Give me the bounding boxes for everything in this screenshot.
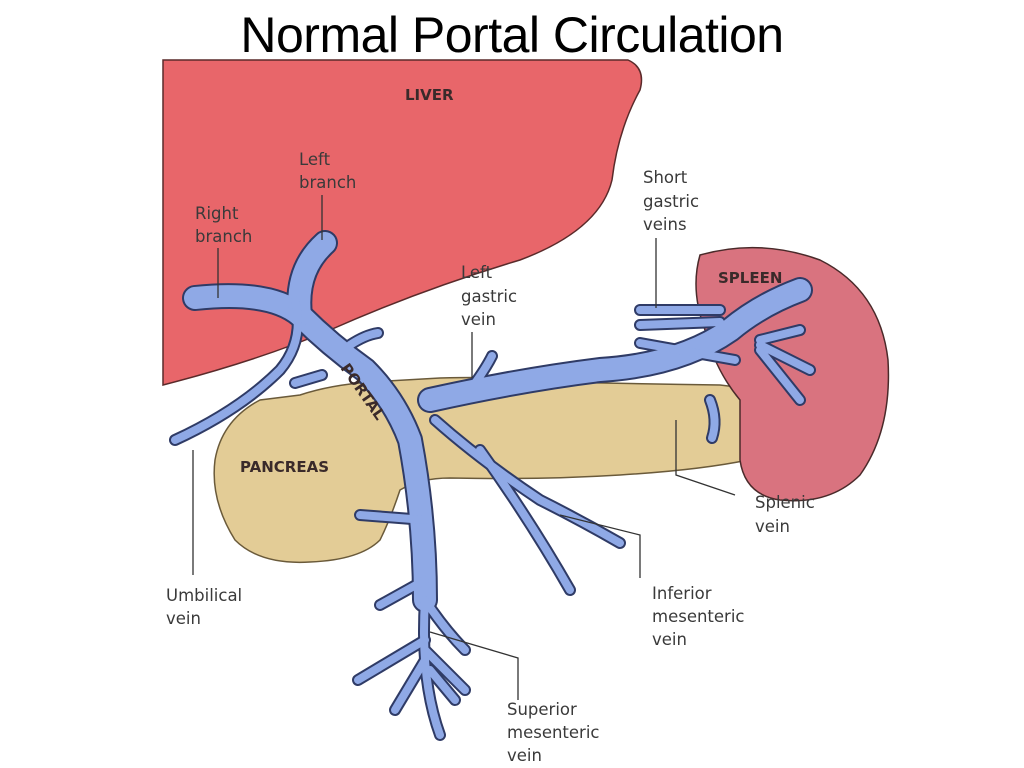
svg-text:vein: vein	[166, 609, 201, 628]
vein-network	[169, 230, 816, 741]
spleen-label: SPLEEN	[718, 269, 782, 287]
right-branch-label: Right branch	[195, 204, 252, 246]
short-gastric-veins-label: Short gastric veins	[643, 168, 699, 234]
left-branch-label: Left branch	[299, 150, 356, 192]
svg-text:Left: Left	[299, 150, 331, 169]
svg-text:vein: vein	[652, 630, 687, 649]
svg-text:mesenteric: mesenteric	[652, 607, 745, 626]
svg-text:mesenteric: mesenteric	[507, 723, 600, 742]
svg-text:branch: branch	[195, 227, 252, 246]
svg-text:Splenic: Splenic	[755, 493, 815, 512]
svg-text:branch: branch	[299, 173, 356, 192]
umbilical-vein-label: Umbilical vein	[166, 586, 242, 628]
svg-text:Inferior: Inferior	[652, 584, 712, 603]
superior-mesenteric-vein-label: Superior mesenteric vein	[507, 700, 600, 765]
svg-text:Short: Short	[643, 168, 688, 187]
svg-text:vein: vein	[507, 746, 542, 765]
svg-text:gastric: gastric	[461, 287, 517, 306]
svg-text:Umbilical: Umbilical	[166, 586, 242, 605]
pancreas-label: PANCREAS	[240, 458, 329, 476]
svg-text:Right: Right	[195, 204, 239, 223]
svg-text:vein: vein	[461, 310, 496, 329]
inferior-mesenteric-vein-label: Inferior mesenteric vein	[652, 584, 745, 649]
left-gastric-vein-label: Left gastric vein	[461, 263, 517, 329]
svg-text:veins: veins	[643, 215, 687, 234]
svg-text:Superior: Superior	[507, 700, 577, 719]
svg-text:gastric: gastric	[643, 192, 699, 211]
splenic-vein-label: Splenic vein	[755, 493, 815, 536]
svg-text:Left: Left	[461, 263, 493, 282]
liver-label: LIVER	[405, 86, 454, 104]
page-title: Normal Portal Circulation	[240, 7, 784, 63]
leader-lines	[192, 195, 736, 700]
svg-text:vein: vein	[755, 517, 790, 536]
